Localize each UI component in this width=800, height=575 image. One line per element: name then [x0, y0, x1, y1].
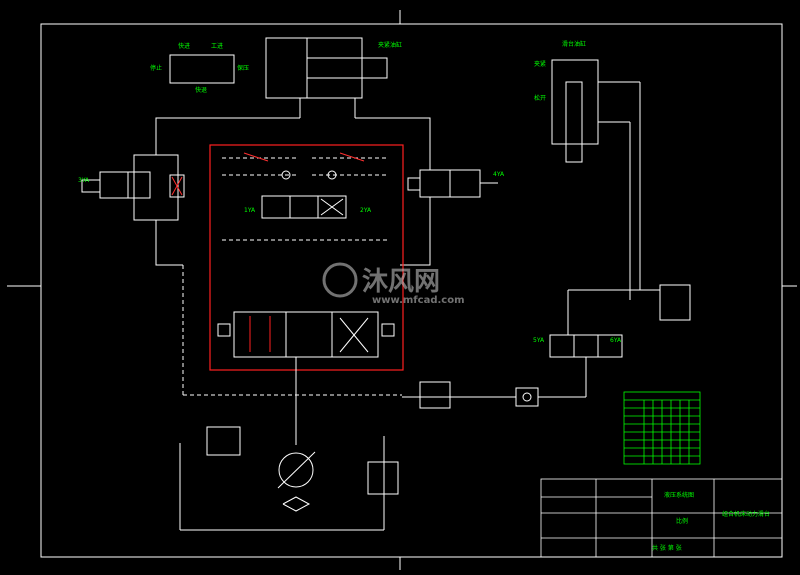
work-in-label: 工进: [211, 42, 223, 50]
fast-back-label: 快退: [195, 86, 207, 94]
slide-cylinder: 夹紧油缸: [265, 37, 402, 118]
relief-valve: [402, 381, 539, 409]
watermark-url: www.mfcad.com: [372, 295, 465, 306]
clamp-label: 夹紧: [534, 60, 546, 68]
hold-label: 保压: [237, 64, 249, 72]
main-directional-valve: [182, 265, 402, 396]
stop-label: 停止: [150, 64, 162, 72]
slide-cylinder-label: 夹紧油缸: [378, 41, 402, 49]
valve-3ya: 3YA: [78, 154, 185, 221]
sol-1ya-label: 1YA: [244, 207, 256, 214]
fast-in-label: 快进: [178, 42, 190, 50]
valve-5ya-6ya: 5YA 6YA: [533, 290, 623, 398]
watermark: 沐风网 www.mfcad.com: [322, 262, 465, 306]
clamp-cylinder: 滑台油缸 夹紧 松开: [534, 40, 641, 300]
release-label: 松开: [534, 94, 546, 102]
sheet-label: 共 张 第 张: [652, 544, 682, 552]
title-block: 液压系统图 组合机床动力滑台 比例 共 张 第 张: [540, 478, 783, 558]
action-diagram: 快进 工进 停止 保压 快退: [150, 42, 249, 94]
sol-4ya-label: 4YA: [493, 171, 505, 178]
pilot-valve: 1YA 2YA: [222, 152, 388, 241]
scale-label: 比例: [676, 517, 688, 525]
main-piping: [155, 117, 431, 266]
watermark-logo-icon: [322, 262, 358, 298]
sol-5ya-label: 5YA: [533, 337, 545, 344]
pump-circuit: [179, 357, 399, 531]
drawing-title: 液压系统图: [664, 491, 694, 499]
valve-4ya: 4YA: [407, 169, 505, 198]
drawing-frame: [7, 10, 797, 570]
project-title: 组合机床动力滑台: [722, 510, 770, 518]
watermark-text: 沐风网: [362, 267, 440, 297]
sol-3ya-label: 3YA: [78, 177, 90, 184]
sol-6ya-label: 6YA: [610, 337, 622, 344]
highlight-zone: [209, 144, 404, 371]
sol-2ya-label: 2YA: [360, 207, 372, 214]
clamp-cylinder-label: 滑台油缸: [562, 40, 586, 48]
solenoid-table: [623, 391, 701, 465]
pressure-switch: [568, 284, 691, 321]
